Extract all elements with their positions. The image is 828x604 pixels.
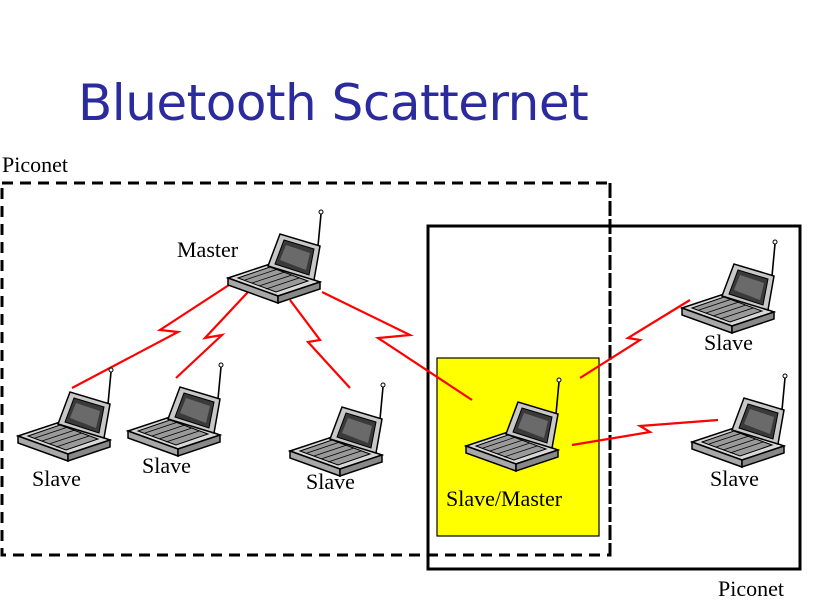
slave-4-laptop-icon bbox=[681, 239, 778, 334]
slave-1-label: Slave bbox=[32, 466, 81, 491]
slave-5-label: Slave bbox=[710, 466, 759, 491]
bridge-label: Slave/Master bbox=[446, 486, 563, 511]
page-title: Bluetooth Scatternet bbox=[78, 74, 589, 132]
slave-4-label: Slave bbox=[704, 330, 753, 355]
master-label: Master bbox=[177, 237, 239, 262]
link-master-slave-2 bbox=[175, 291, 249, 379]
slave-1-laptop-icon bbox=[17, 367, 114, 462]
link-master-slave-3 bbox=[289, 299, 351, 389]
slave-3-laptop-icon bbox=[289, 382, 386, 477]
link-bridge-slave-4 bbox=[579, 299, 691, 379]
piconet-label-solid: Piconet bbox=[718, 576, 784, 601]
link-master-slave-1 bbox=[71, 282, 233, 389]
link-master-bridge bbox=[321, 291, 473, 401]
slave-2-label: Slave bbox=[142, 453, 191, 478]
master-laptop-icon bbox=[227, 209, 324, 304]
piconet-label-dashed: Piconet bbox=[2, 152, 68, 177]
slave-3-label: Slave bbox=[306, 469, 355, 494]
slave-2-laptop-icon bbox=[127, 362, 224, 457]
link-bridge-slave-5 bbox=[571, 418, 719, 447]
piconet-boundary-solid bbox=[426, 224, 802, 571]
